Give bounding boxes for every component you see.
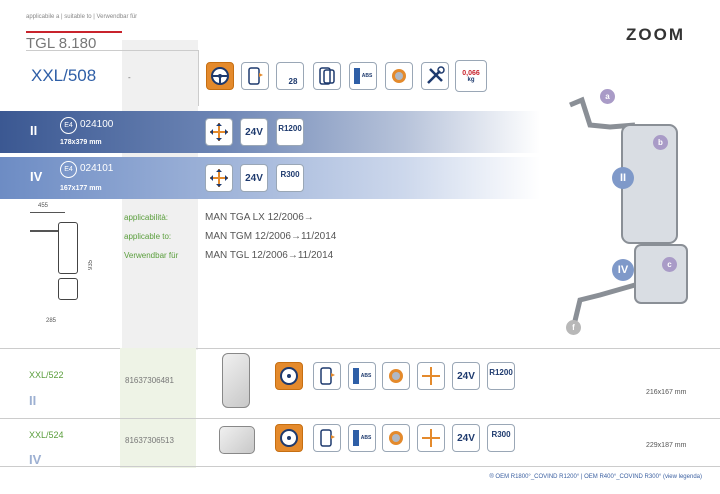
vehicle-item: MAN TGM 12/2006→11/2014 [205, 231, 337, 242]
e4-mark: E4 [60, 117, 77, 134]
tools-icon [421, 62, 449, 90]
r1200-icon: R1200 [276, 118, 304, 146]
part-roman: II [29, 393, 37, 408]
24v-icon: 24V [452, 362, 480, 390]
band-iv: IV E4 024101 167x177 mm 24V R300 [0, 157, 540, 199]
part-code: XXL/524 [29, 430, 64, 440]
mirror-glass-icon [241, 62, 269, 90]
technical-drawing: 455 935 285 [20, 200, 120, 330]
adjust-arrows-icon [205, 118, 233, 146]
heated-glass-icon [385, 62, 413, 90]
dim-width: 455 [38, 203, 49, 209]
adjust-arrows-icon [417, 424, 445, 452]
steering-wheel-icon [275, 424, 303, 452]
label-a: a [600, 89, 615, 104]
glass-size: 167x177 mm [60, 185, 102, 192]
row-divider [0, 418, 720, 419]
24v-icon: 24V [240, 164, 268, 192]
abs-icon: ABS [348, 424, 376, 452]
part-size: 229x187 mm [646, 442, 687, 449]
r300-icon: R300 [276, 164, 304, 192]
applicability-labels: applicabilità: applicable to: Verwendbar… [124, 208, 178, 265]
mirror-glass-icon [313, 424, 341, 452]
steering-wheel-icon [275, 362, 303, 390]
label-de: Verwendbar für [124, 251, 179, 260]
mirror-glass-icon [313, 362, 341, 390]
mirror-size-icon: 28 [276, 62, 304, 90]
abs-icon: ABS [349, 62, 377, 90]
label-iv: IV [612, 259, 634, 281]
dim-width-bottom: 285 [46, 318, 57, 324]
vehicle-item: MAN TGA LX 12/2006→ [205, 212, 314, 223]
row-divider [0, 348, 720, 349]
glass-image-iv [219, 426, 255, 454]
label-c: c [662, 257, 677, 272]
r300-icon: R300 [487, 424, 515, 452]
roman-iv: IV [30, 169, 43, 184]
applicability-list: MAN TGA LX 12/2006→ MAN TGM 12/2006→11/2… [205, 208, 336, 265]
vehicle-item: MAN TGL 12/2006→11/2014 [205, 250, 334, 261]
r1200-icon: R1200 [487, 362, 515, 390]
approval-number: 024100 [80, 119, 114, 130]
heated-glass-icon [382, 362, 410, 390]
part-code: XXL/522 [29, 370, 64, 380]
heated-glass-icon [382, 424, 410, 452]
row-divider [0, 466, 720, 467]
zoom-logo: ZOOM [626, 25, 685, 44]
label-ii: II [612, 167, 634, 189]
label-b: b [653, 135, 668, 150]
part-size: 216x167 mm [646, 389, 687, 396]
approval-number: 024101 [80, 163, 114, 174]
24v-icon: 24V [452, 424, 480, 452]
mirror-drawing-small [58, 278, 78, 300]
glass-image-ii [222, 353, 250, 408]
mirror-drawing-main [58, 222, 78, 274]
model-title: TGL 8.180 [26, 35, 97, 52]
label-it: applicabilità: [124, 213, 169, 222]
glass-size: 178x379 mm [60, 139, 102, 146]
abs-icon: ABS [348, 362, 376, 390]
product-code: XXL/508 [31, 66, 97, 85]
page-subtitle: applicabile a | suitable to | Verwendbar… [26, 14, 138, 20]
row-divider [26, 50, 198, 51]
footer-legend[interactable]: ® OEM R1800°_COVIND R1200° | OEM R400°_C… [489, 474, 702, 480]
dim-line [30, 212, 65, 213]
mirror-arm [30, 230, 58, 232]
e4-mark: E4 [60, 161, 77, 178]
part-roman: IV [29, 452, 42, 467]
adjust-arrows-icon [205, 164, 233, 192]
adjust-arrows-icon [417, 362, 445, 390]
label-en: applicable to: [124, 232, 172, 241]
label-f: f [566, 320, 581, 335]
product-number: - [128, 73, 131, 82]
part-number: 81637306513 [125, 436, 174, 445]
24v-icon: 24V [240, 118, 268, 146]
parts-green-column [120, 348, 196, 468]
band-ii: II E4 024100 178x379 mm 24V R1200 [0, 111, 540, 153]
accent-line [26, 31, 122, 33]
dim-height: 935 [88, 260, 94, 271]
roman-ii: II [30, 123, 38, 138]
mirror-illustration: a b II IV c f [560, 85, 720, 335]
steering-wheel-icon [206, 62, 234, 90]
mirror-frame-icon [313, 62, 341, 90]
part-number: 81637306481 [125, 376, 174, 385]
